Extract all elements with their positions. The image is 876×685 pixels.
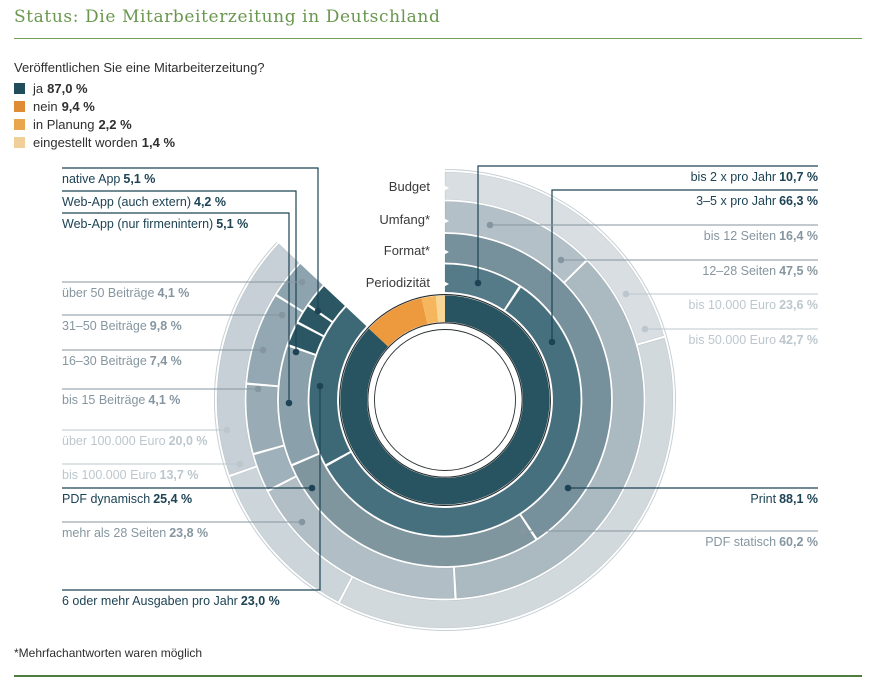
- ring-arrow-budget: [436, 181, 449, 195]
- callout-dot-pdf-statisch: [519, 527, 527, 535]
- callout-dot-6-oder-mehr-ausgaben-pro-jahr: [316, 382, 324, 390]
- ring-arrow-periodizitaet: [436, 277, 449, 291]
- ring-segment-format-native-app: [288, 323, 324, 355]
- legend-swatch: [14, 82, 25, 94]
- ring-segment-periodizitaet-3-5-x-pro-jahr: [326, 287, 581, 536]
- ring-arrow-format: [436, 245, 449, 259]
- callout-dot-pdf-dynamisch: [308, 484, 316, 492]
- callout-line-web-app-nur-firmenintern: [62, 212, 290, 403]
- ring-segment-periodizitaet-bis-2-x-pro-jahr: [444, 264, 520, 310]
- callout-dot-native-app: [314, 307, 322, 315]
- callout-dot-bis-10-000-euro: [622, 290, 630, 298]
- callout-dot-3-5-x-pro-jahr: [548, 338, 556, 346]
- callout-line-3-5-x-pro-jahr: [551, 189, 818, 342]
- legend-swatch: [14, 136, 25, 148]
- donut-segment-nein: [368, 298, 428, 347]
- ring-label-budget: Budget: [388, 179, 430, 194]
- ring-segment-umfang-bis-15-beitraege: [253, 446, 296, 490]
- callout-dot-bis-50-000-euro: [641, 325, 649, 333]
- callout-dot-bis-12-seiten: [486, 221, 494, 229]
- ring-segment-budget-bis-10-000-euro: [444, 171, 665, 344]
- ring-segment-umfang-12-28-seiten: [454, 261, 644, 599]
- ring-segment-budget-bis-50-000-euro: [339, 337, 674, 629]
- callout-line-web-app-auch-extern: [62, 190, 297, 352]
- callout-line-6-oder-mehr-ausgaben-pro-jahr: [62, 386, 321, 591]
- donut-outer-outline: [339, 294, 551, 506]
- ring-arrow-umfang: [436, 214, 449, 228]
- bottom-divider: [14, 675, 862, 677]
- outer-hairline-arc: [214, 169, 676, 631]
- callout-line-native-app: [62, 167, 319, 311]
- donut-center-circle: [374, 329, 516, 471]
- ring-label-periodizitaet: Periodizität: [365, 275, 430, 290]
- callout-dot-ueber-100-000-euro: [223, 426, 231, 434]
- ring-label-format: Format*: [383, 243, 430, 258]
- ring-segment-umfang-16-30-beitraege: [246, 384, 284, 454]
- legend-question: Veröffentlichen Sie eine Mitarbeiterzeit…: [14, 60, 265, 75]
- donut-segment-eingestellt-worden: [435, 295, 445, 323]
- callout-web-app-nur-firmenintern: Web-App (nur firmenintern)5,1 %: [62, 217, 249, 231]
- donut-segment-in-planung: [421, 295, 439, 324]
- callout-dot-ueber-50-beitraege: [298, 278, 306, 286]
- ring-segment-format-web-app-auch-extern: [298, 306, 332, 336]
- callout-dot-bis-100-000-euro: [236, 460, 244, 468]
- ring-segment-format-pdf-statisch: [292, 454, 536, 567]
- callout-dot-web-app-nur-firmenintern: [285, 399, 293, 407]
- footnote: *Mehrfachantworten waren möglich: [14, 646, 203, 660]
- callout-line-bis-2-x-pro-jahr: [477, 165, 818, 283]
- legend-swatch: [14, 118, 25, 130]
- callout-dot-print: [564, 484, 572, 492]
- ring-segment-budget-bis-100-000-euro: [230, 467, 352, 602]
- ring-label-umfang: Umfang*: [379, 212, 430, 227]
- ring-segment-umfang-bis-12-seiten: [444, 201, 586, 282]
- donut-inner-outline: [367, 322, 523, 478]
- ring-segment-umfang-31-50-beitraege: [246, 295, 303, 386]
- callout-dot-bis-2-x-pro-jahr: [474, 279, 482, 287]
- callout-dot-bis-15-beitraege: [254, 385, 262, 393]
- callout-dot-16-30-beitraege: [259, 346, 267, 354]
- callout-dot-12-28-seiten: [557, 256, 565, 264]
- page-title: Status: Die Mitarbeiterzeitung in Deutsc…: [14, 7, 441, 27]
- title-divider: [14, 38, 862, 39]
- callout-dot-31-50-beitraege: [278, 311, 286, 319]
- ring-segment-umfang-mehr-als-28-seiten: [268, 477, 455, 599]
- callout-web-app-auch-extern: Web-App (auch extern)4,2 %: [62, 195, 226, 209]
- callout-dot-web-app-auch-extern: [292, 348, 300, 356]
- ring-segment-periodizitaet-6-oder-mehr-ausgaben-pro-jahr: [309, 306, 367, 465]
- ring-segment-format-print: [444, 233, 612, 539]
- legend-swatch: [14, 100, 25, 112]
- callout-dot-mehr-als-28-seiten: [298, 518, 306, 526]
